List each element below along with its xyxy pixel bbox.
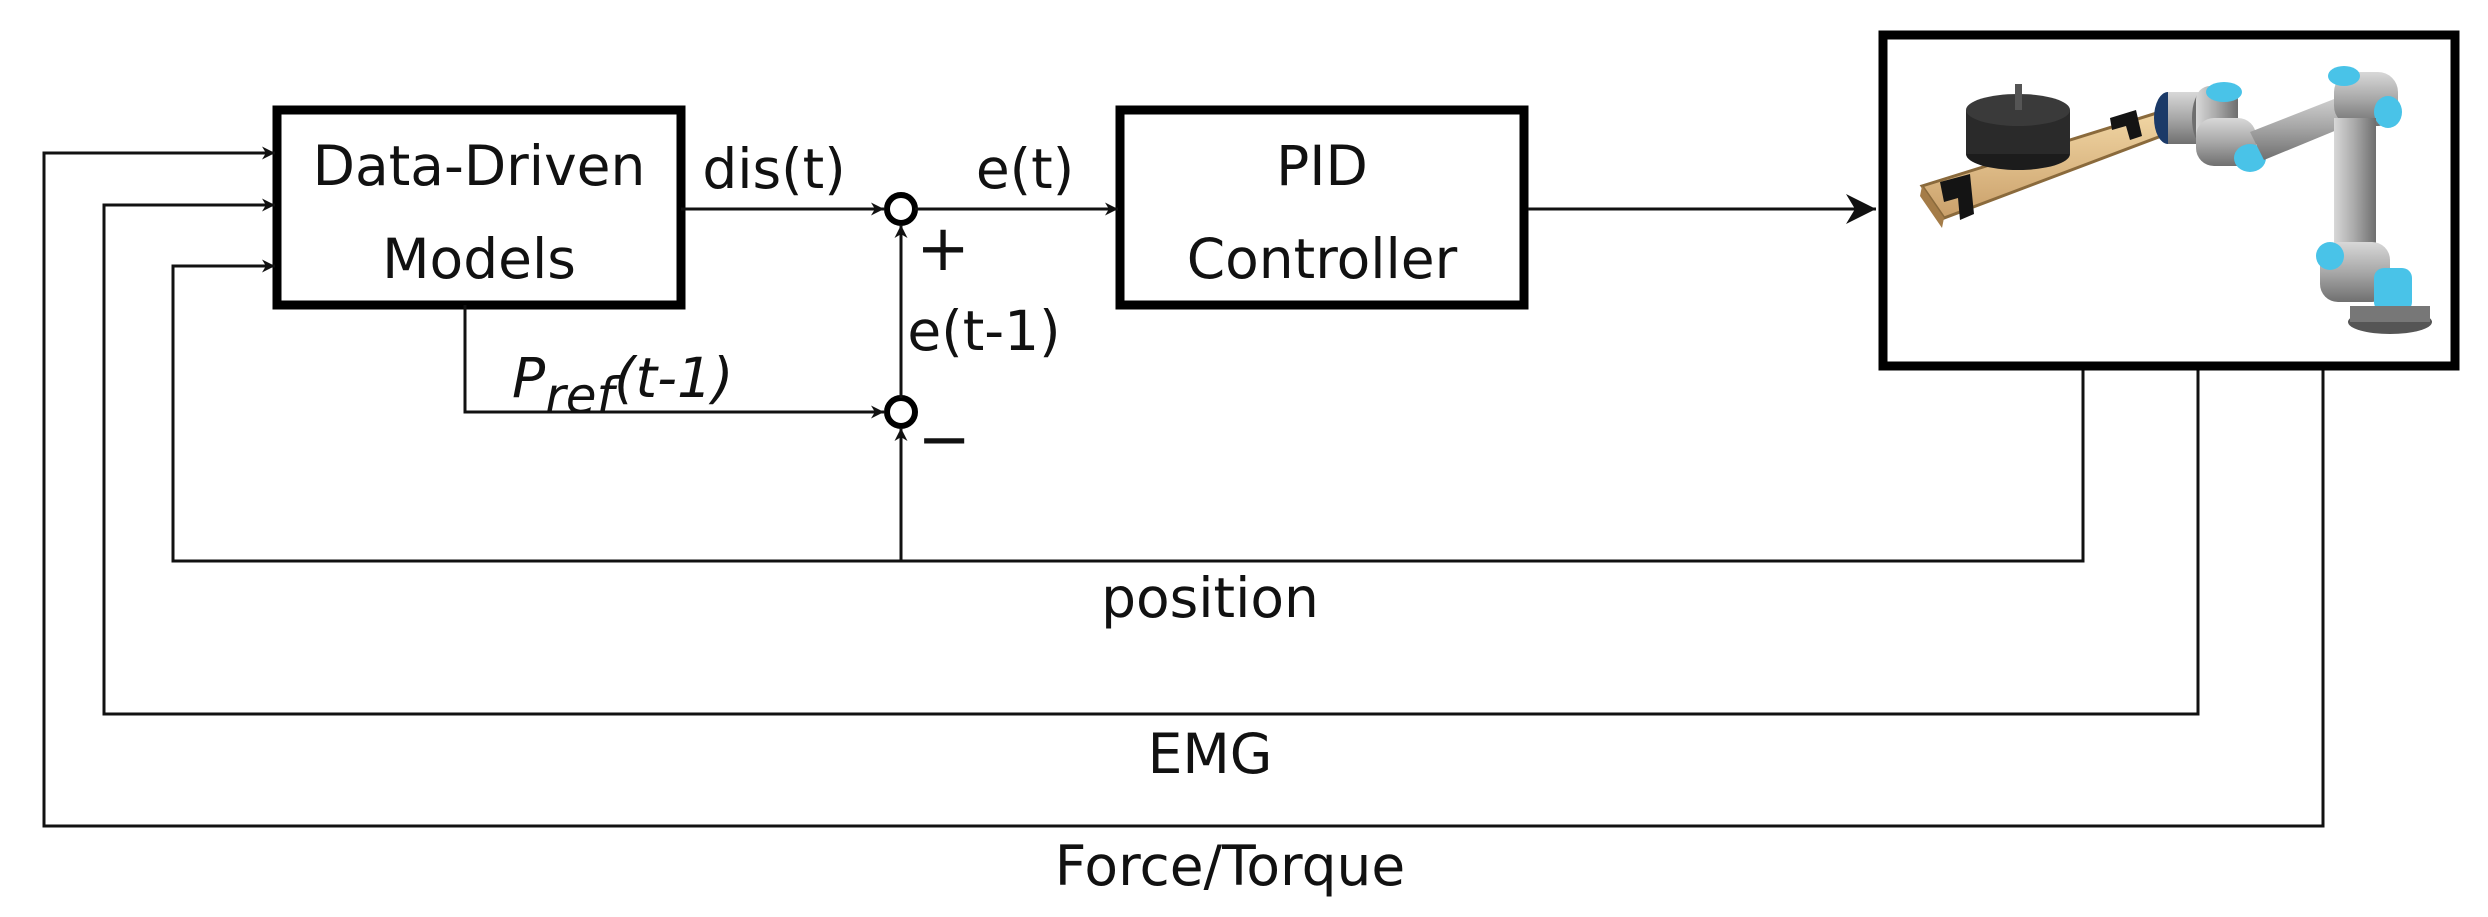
- force-torque-label: Force/Torque: [1055, 834, 1406, 898]
- minus-sign: −: [917, 403, 971, 477]
- robot-arm-illustration: [1919, 66, 2432, 334]
- models-label-line1: Data-Driven: [313, 134, 646, 198]
- emg-label: EMG: [1148, 722, 1273, 786]
- reference-junction: [884, 395, 918, 429]
- pref-label: Pref(t-1): [512, 346, 733, 425]
- error-junction: [884, 192, 918, 226]
- dis-label: dis(t): [702, 137, 845, 201]
- pid-controller-block: PID Controller: [1115, 105, 1529, 310]
- plus-sign: +: [916, 212, 970, 286]
- pref-argument: (t-1): [614, 346, 733, 410]
- pid-label-line1: PID: [1276, 134, 1368, 198]
- error-label: e(t): [976, 137, 1074, 201]
- previous-error-label: e(t-1): [907, 299, 1060, 363]
- models-label-line2: Models: [382, 227, 576, 291]
- pref-main: P: [512, 346, 546, 410]
- force-torque-feedback-wire: [42, 146, 2325, 828]
- position-feedback-wire: [171, 259, 2085, 563]
- emg-feedback-wire: [102, 198, 2200, 716]
- robot-arm-plant: [1878, 30, 2460, 371]
- pref-subscript: ref: [545, 367, 620, 425]
- data-driven-models-block: Data-Driven Models: [272, 105, 686, 310]
- position-label: position: [1101, 566, 1319, 630]
- pref-wire: [463, 305, 884, 419]
- pid-label-line2: Controller: [1187, 227, 1458, 291]
